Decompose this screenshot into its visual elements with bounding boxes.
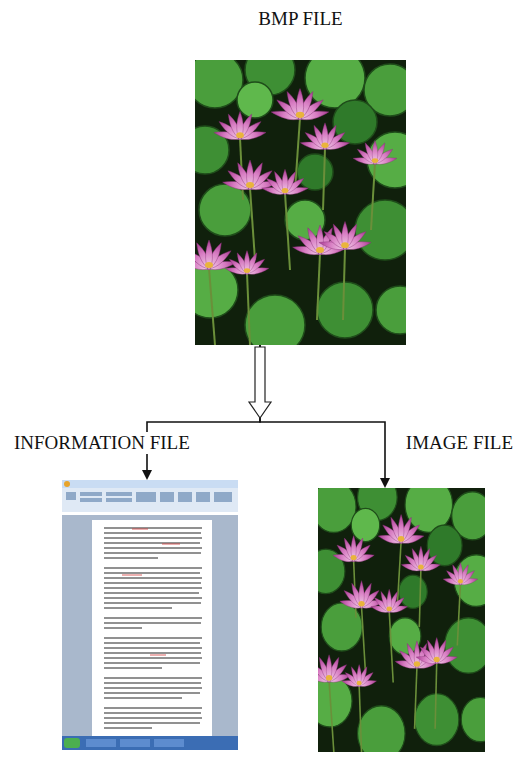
image-file: IMAGE FILE	[318, 488, 485, 752]
information-file: INFORMATION FILE	[62, 480, 238, 750]
connector-line	[260, 345, 385, 479]
image-photo	[318, 488, 485, 752]
hollow-arrow	[249, 347, 271, 418]
file-label: BMP FILE	[256, 8, 344, 30]
split-connector	[260, 345, 390, 488]
bmp-photo	[195, 60, 406, 345]
file-label: INFORMATION FILE	[12, 432, 192, 454]
arrow-head	[380, 478, 390, 488]
bmp-image: BMP FILE	[195, 60, 406, 345]
arrow-head	[142, 470, 152, 480]
file-label: IMAGE FILE	[404, 432, 515, 454]
document-screenshot	[62, 480, 238, 750]
split-connector	[142, 345, 260, 480]
